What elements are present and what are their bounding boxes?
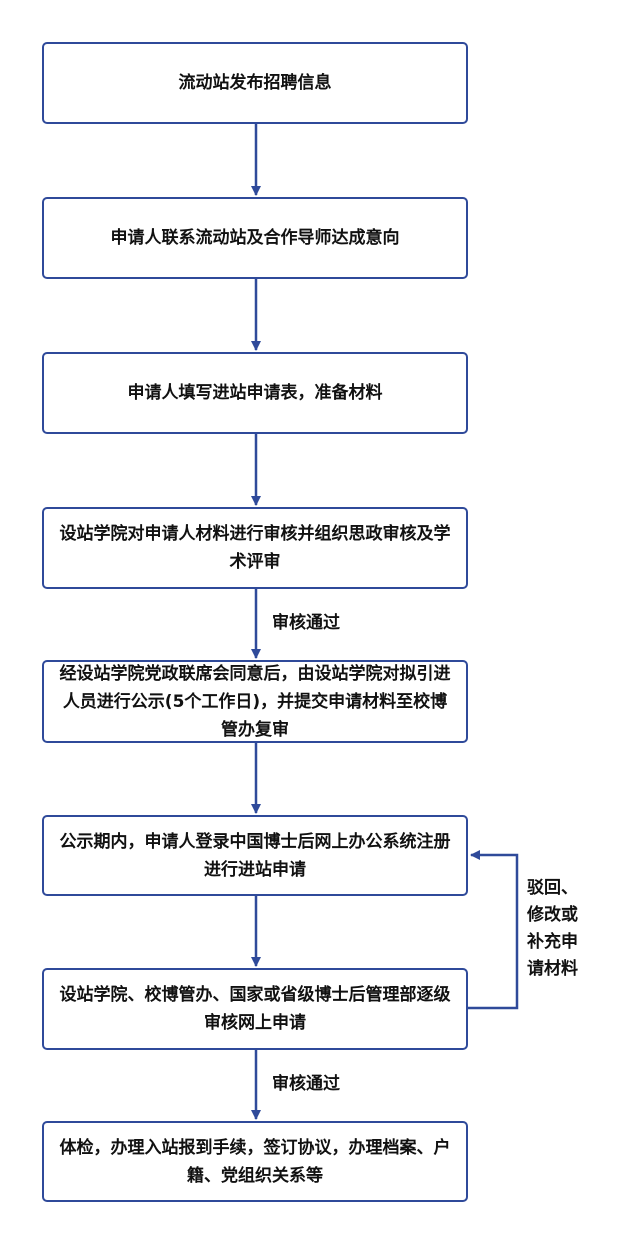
approved-label-2: 审核通过	[272, 1074, 340, 1094]
step-3-label: 申请人填写进站申请表，准备材料	[127, 383, 383, 403]
feedback-label: 驳回、 修改或 补充申 请材料	[527, 875, 578, 983]
step-7-box: 设站学院、校博管办、国家或省级博士后管理部逐级审核网上申请	[42, 968, 468, 1050]
step-6-box: 公示期内，申请人登录中国博士后网上办公系统注册进行进站申请	[42, 815, 468, 896]
step-6-label: 公示期内，申请人登录中国博士后网上办公系统注册进行进站申请	[59, 831, 451, 880]
step-4-box: 设站学院对申请人材料进行审核并组织思政审核及学术评审	[42, 507, 468, 589]
step-8-box: 体检，办理入站报到手续，签订协议，办理档案、户籍、党组织关系等	[42, 1121, 468, 1202]
step-5-label: 经设站学院党政联席会同意后，由设站学院对拟引进人员进行公示(5个工作日)，并提交…	[59, 663, 451, 740]
feedback-arrow-step7-to-step6	[468, 850, 519, 1010]
step-2-label: 申请人联系流动站及合作导师达成意向	[110, 228, 400, 248]
step-4-label: 设站学院对申请人材料进行审核并组织思政审核及学术评审	[59, 524, 451, 572]
step-2-box: 申请人联系流动站及合作导师达成意向	[42, 197, 468, 279]
feedback-label-line-2: 修改或	[527, 905, 578, 925]
feedback-label-line-4: 请材料	[527, 959, 578, 979]
feedback-label-line-3: 补充申	[527, 932, 578, 952]
approved-label-1: 审核通过	[272, 613, 340, 633]
step-1-box: 流动站发布招聘信息	[42, 42, 468, 124]
step-8-label: 体检，办理入站报到手续，签订协议，办理档案、户籍、党组织关系等	[59, 1137, 451, 1186]
feedback-label-line-1: 驳回、	[527, 878, 578, 898]
step-5-box: 经设站学院党政联席会同意后，由设站学院对拟引进人员进行公示(5个工作日)，并提交…	[42, 660, 468, 743]
step-7-label: 设站学院、校博管办、国家或省级博士后管理部逐级审核网上申请	[59, 985, 451, 1033]
step-3-box: 申请人填写进站申请表，准备材料	[42, 352, 468, 434]
step-1-label: 流动站发布招聘信息	[178, 73, 332, 93]
